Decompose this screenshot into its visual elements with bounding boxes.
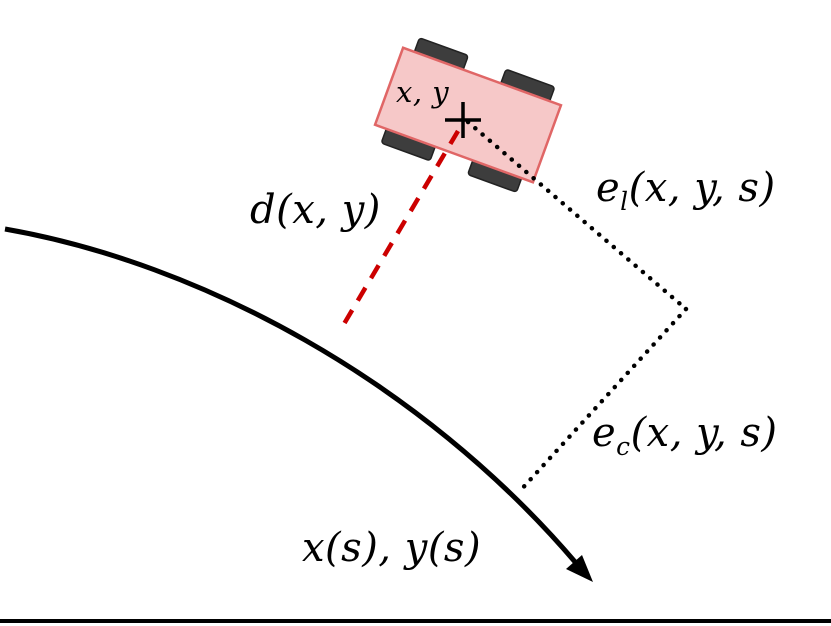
vehicle-body [373, 46, 563, 184]
reference-path-curve [4, 226, 578, 565]
lateral-error-label: el(x, y, s) [596, 165, 776, 214]
contour-error-dotted-line [516, 306, 689, 495]
distance-label: d(x, y) [250, 187, 381, 233]
lateral-error-dotted-line [465, 119, 689, 312]
path-arrowhead-icon [566, 555, 593, 582]
contour-error-label: ec(x, y, s) [592, 410, 778, 459]
lateral-error-args: (x, y, s) [628, 165, 776, 211]
bottom-border-line [0, 619, 831, 623]
contour-error-base: e [592, 410, 617, 456]
vehicle-center-cross [445, 102, 481, 138]
lateral-error-subscript: l [620, 187, 629, 216]
path-parameterization-label: x(s), y(s) [302, 525, 482, 571]
contour-error-args: (x, y, s) [630, 410, 778, 456]
vehicle [373, 37, 563, 193]
lateral-error-base: e [596, 165, 621, 211]
vehicle-pose-label: x, y [396, 75, 450, 109]
distance-dashed-line [339, 129, 460, 331]
contour-error-subscript: c [616, 432, 631, 461]
vehicle-wheels [381, 37, 555, 193]
